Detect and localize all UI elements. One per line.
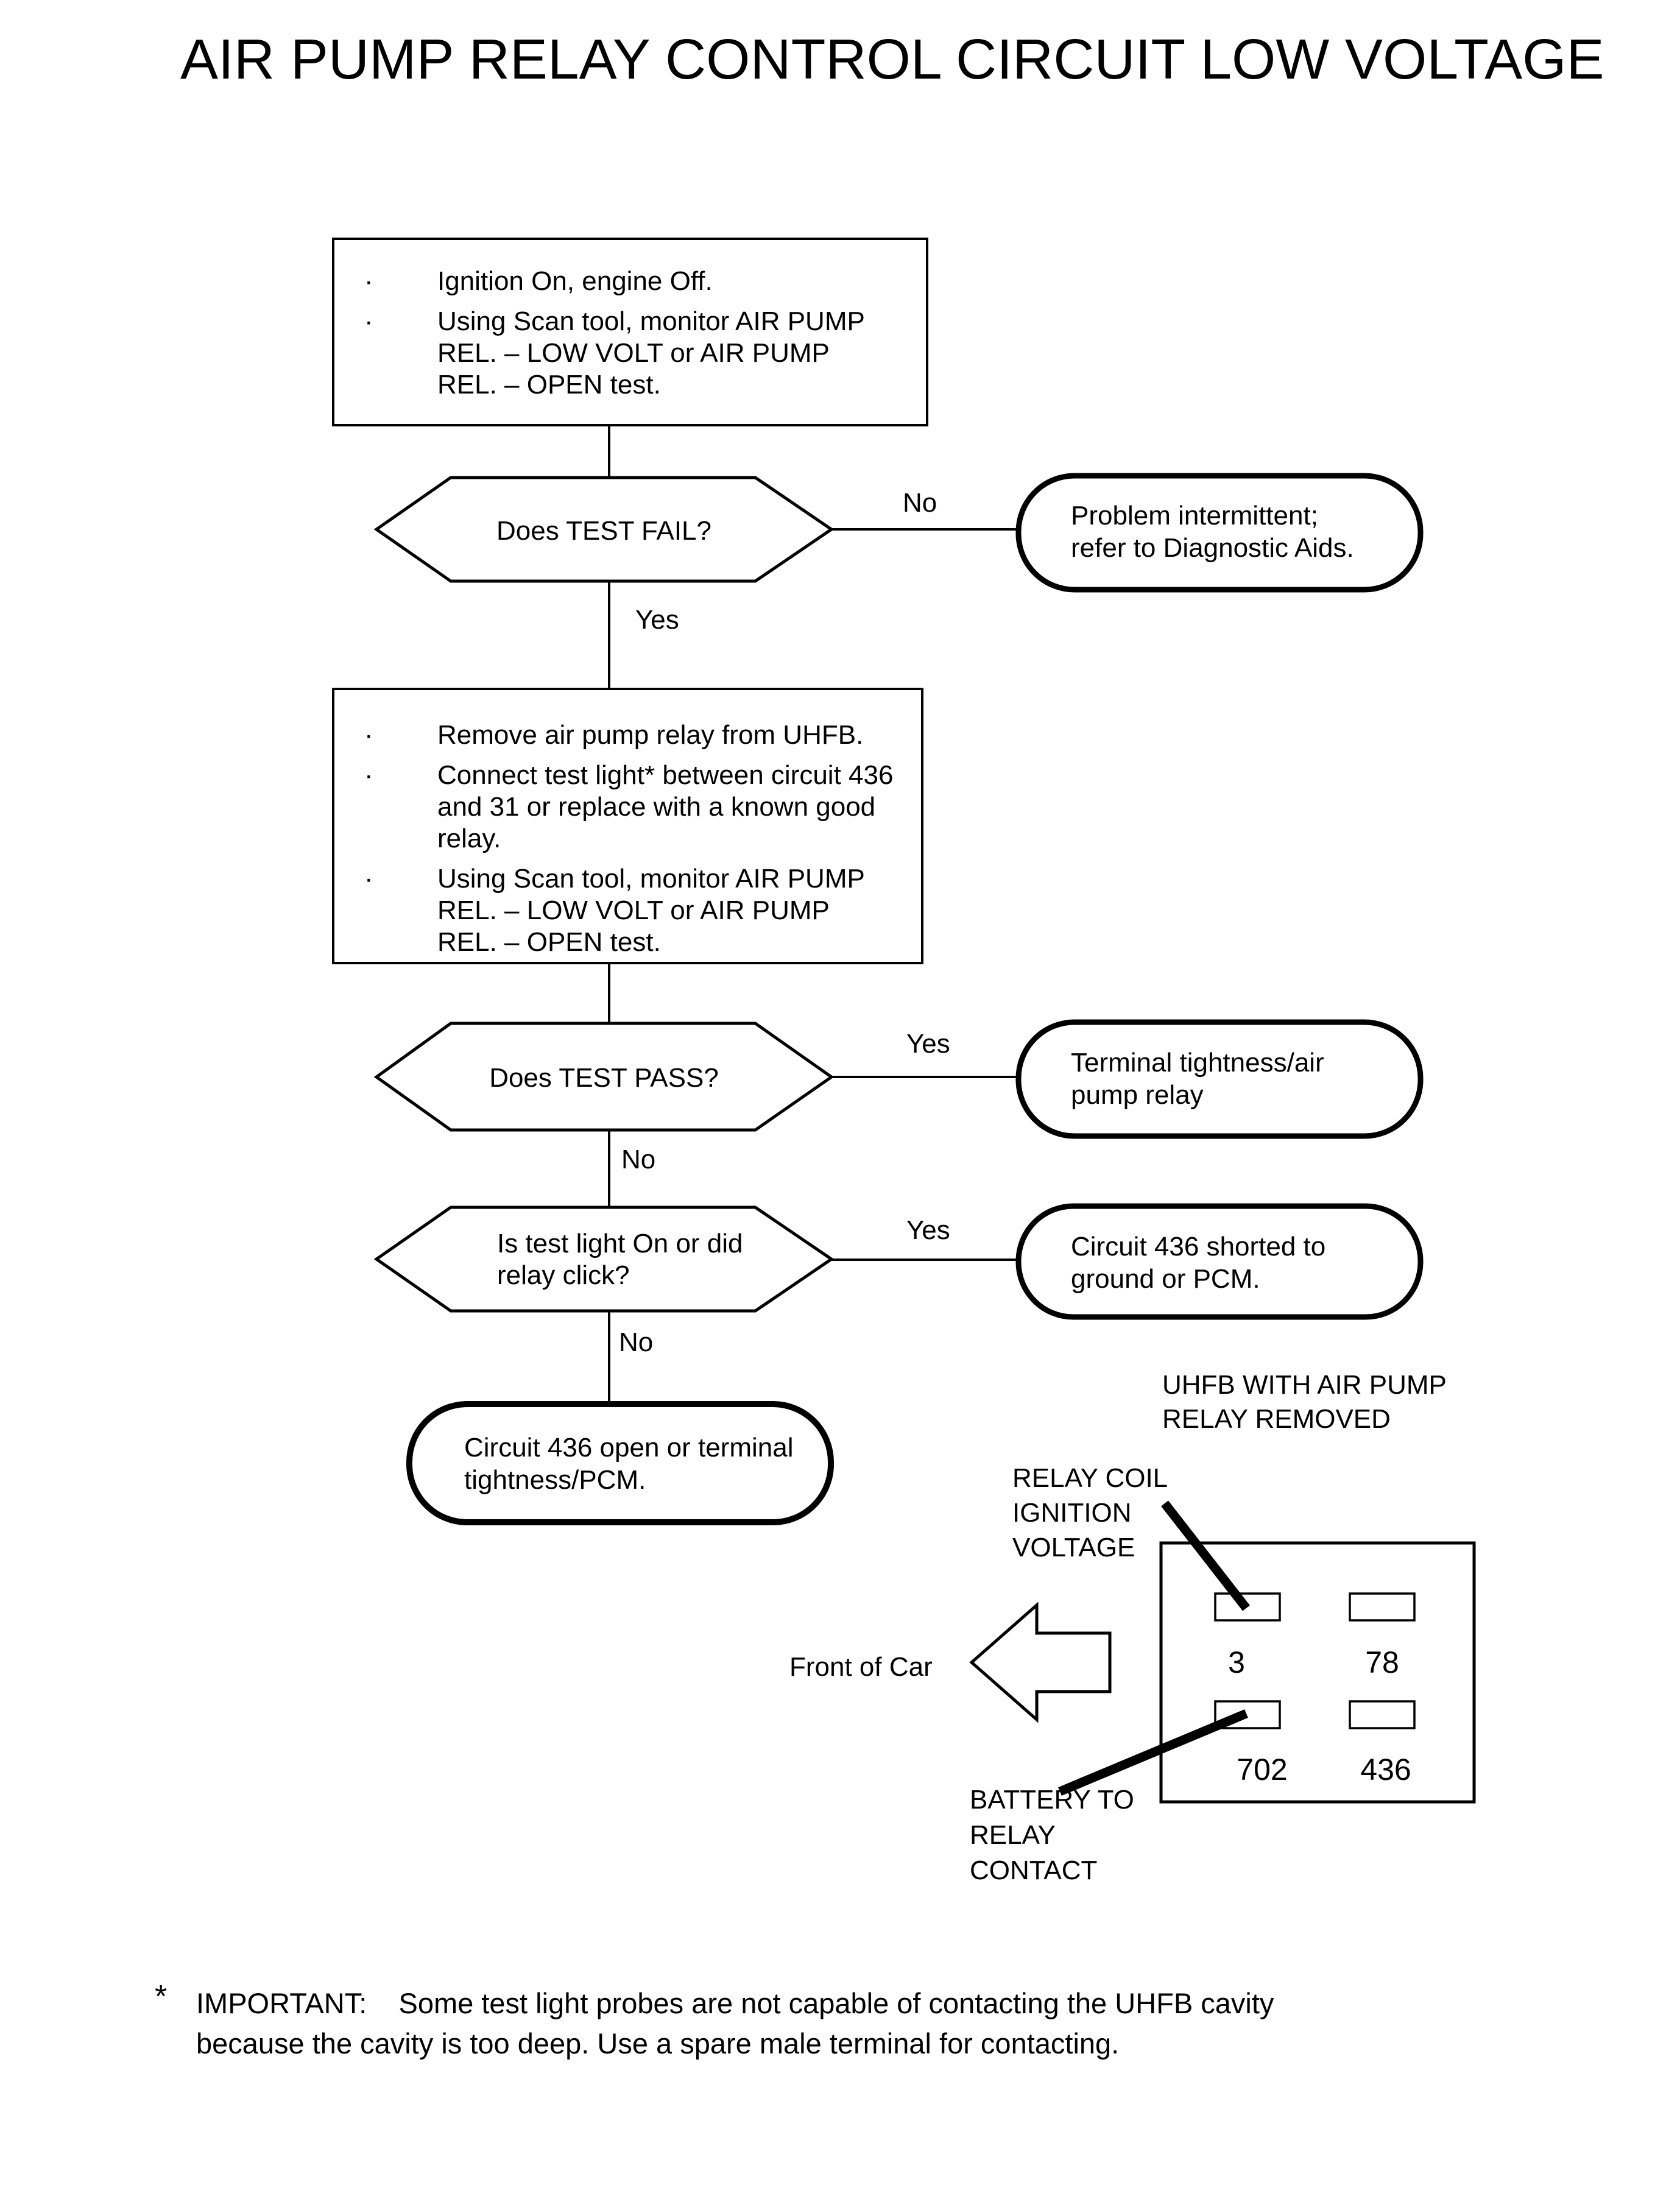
decision1-label: Does TEST FAIL?: [496, 516, 711, 546]
bullet-text: Ignition On, engine Off.: [437, 266, 713, 296]
process-step-1: · Ignition On, engine Off. · Using Scan …: [332, 238, 928, 426]
cavity-436: [1349, 1700, 1416, 1729]
front-of-car-label: Front of Car: [789, 1652, 933, 1682]
footnote-asterisk: *: [155, 1979, 168, 2014]
decision2-hexagon: [373, 1022, 835, 1132]
bullet-item: · Using Scan tool, monitor AIR PUMP REL.…: [364, 306, 908, 401]
decision3-yes-label: Yes: [906, 1215, 950, 1245]
bullet-item: · Connect test light* between circuit 43…: [364, 760, 903, 855]
uhfb-heading: UHFB WITH AIR PUMP RELAY REMOVED: [1162, 1370, 1447, 1434]
decision3-hexagon: [373, 1206, 835, 1313]
bullet-icon: ·: [364, 760, 373, 790]
uhfb-terminal-number-702: 702: [1237, 1753, 1288, 1787]
bullet-text: Connect test light* between circuit 436 …: [437, 760, 894, 853]
front-of-car-arrow-icon: [969, 1601, 1112, 1723]
uhfb-box: [1159, 1541, 1476, 1804]
terminal3-label: Circuit 436 shorted to ground or PCM.: [1071, 1232, 1326, 1294]
decision3-label: Is test light On or did relay click?: [497, 1229, 743, 1290]
decision2-yes-label: Yes: [906, 1029, 950, 1059]
bullet-icon: ·: [364, 864, 373, 894]
cavity-702: [1214, 1700, 1281, 1729]
decision1-no-label: No: [903, 488, 937, 518]
terminal4-label: Circuit 436 open or terminal tightness/P…: [464, 1433, 794, 1495]
bullet-text: Using Scan tool, monitor AIR PUMP REL. –…: [437, 306, 865, 400]
bullet-icon: ·: [364, 720, 373, 750]
process-step-2: · Remove air pump relay from UHFB. · Con…: [332, 688, 923, 964]
terminal2-label: Terminal tightness/air pump relay: [1071, 1048, 1324, 1110]
relay-coil-pointer-line: [1161, 1500, 1250, 1611]
bullet-icon: ·: [364, 306, 373, 336]
uhfb-terminal-number-3: 3: [1228, 1645, 1245, 1679]
decision3-no-label: No: [619, 1327, 654, 1357]
uhfb-terminal-number-436: 436: [1360, 1753, 1411, 1787]
bullet-item: · Remove air pump relay from UHFB.: [364, 719, 903, 751]
decision1-yes-label: Yes: [635, 605, 679, 635]
terminal4-shape: [406, 1401, 834, 1525]
terminal1-label: Problem intermittent; refer to Diagnosti…: [1071, 501, 1354, 563]
page-title: AIR PUMP RELAY CONTROL CIRCUIT LOW VOLTA…: [180, 27, 1604, 91]
decision1-hexagon: [373, 476, 835, 583]
uhfb-terminal-number-78: 78: [1365, 1645, 1399, 1679]
battery-pointer-line: [1058, 1709, 1248, 1796]
bullet-text: Using Scan tool, monitor AIR PUMP REL. –…: [437, 864, 865, 957]
terminal1-shape: [1015, 473, 1424, 593]
footnote-text: IMPORTANT: Some test light probes are no…: [196, 1987, 1274, 2060]
bullet-text: Remove air pump relay from UHFB.: [437, 720, 864, 750]
terminal3-shape: [1015, 1203, 1424, 1320]
battery-callout-label: BATTERY TO RELAY CONTACT: [970, 1785, 1134, 1885]
relay-coil-callout-label: RELAY COIL IGNITION VOLTAGE: [1012, 1463, 1168, 1562]
decision2-label: Does TEST PASS?: [489, 1063, 719, 1093]
bullet-item: · Ignition On, engine Off.: [364, 266, 908, 297]
decision2-no-label: No: [621, 1145, 656, 1174]
bullet-icon: ·: [364, 266, 373, 296]
bullet-item: · Using Scan tool, monitor AIR PUMP REL.…: [364, 863, 903, 958]
cavity-78: [1349, 1592, 1416, 1622]
terminal2-shape: [1015, 1019, 1424, 1139]
